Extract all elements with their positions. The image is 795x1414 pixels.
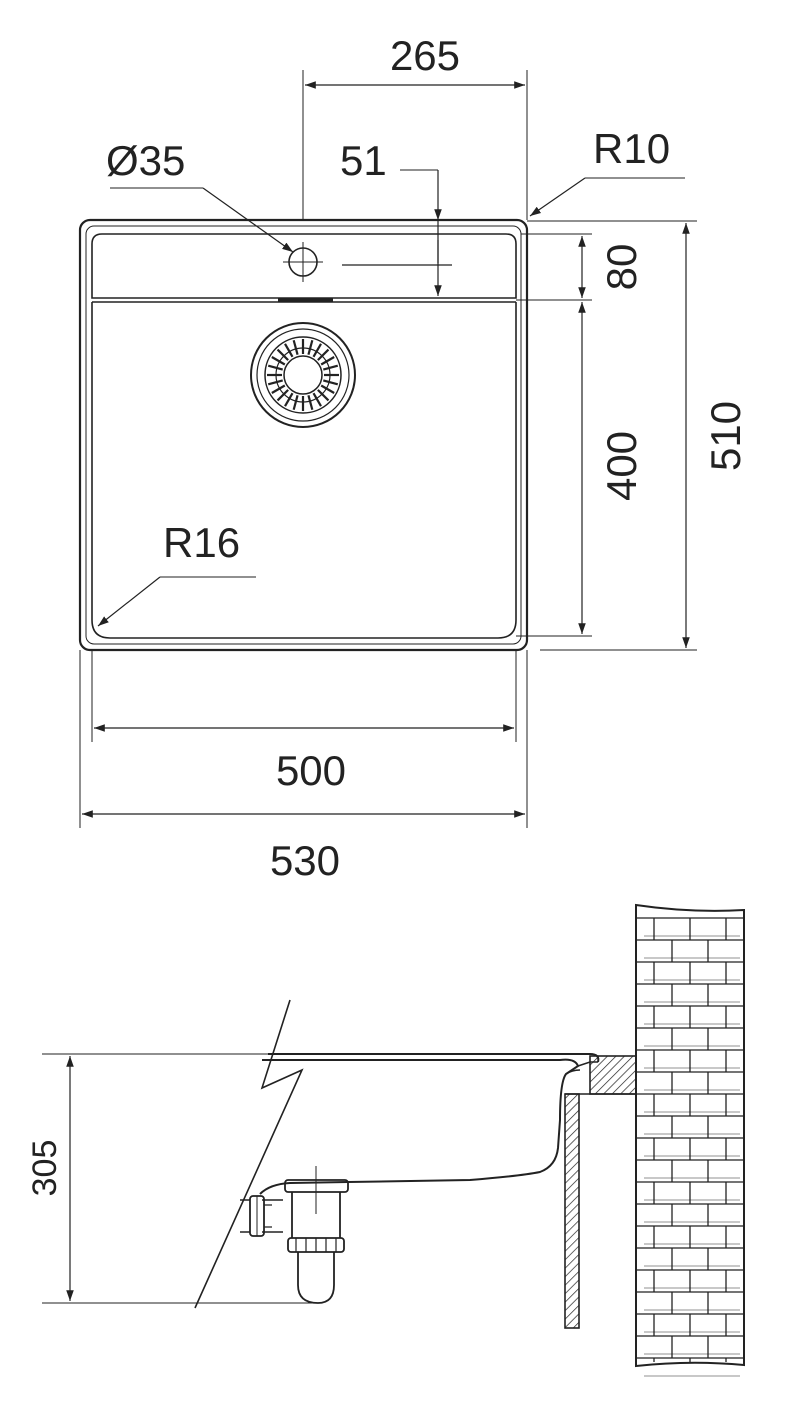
dim-label-r10: R10 bbox=[593, 125, 670, 172]
sink-bowl bbox=[91, 302, 517, 639]
strainer-slot bbox=[312, 392, 322, 407]
strainer-slot bbox=[320, 356, 335, 366]
strainer-slot bbox=[271, 384, 286, 394]
drain-strainer bbox=[250, 322, 356, 428]
strainer-slot bbox=[276, 348, 289, 361]
cabinet-side-panel bbox=[564, 1093, 580, 1329]
dim-label-305: 305 bbox=[26, 1140, 64, 1197]
brick-wall bbox=[635, 903, 745, 1377]
strainer-slot bbox=[292, 394, 299, 411]
strainer-slot bbox=[317, 348, 330, 361]
strainer-slot bbox=[312, 343, 322, 358]
sink-outer-outline bbox=[78, 218, 529, 652]
dim-label-400: 400 bbox=[598, 431, 645, 501]
strainer-slot bbox=[276, 389, 289, 402]
sink-inner-rim bbox=[85, 225, 522, 645]
strainer-slot bbox=[267, 364, 284, 371]
sink-profile bbox=[259, 1053, 600, 1195]
side-view: 305 bbox=[26, 903, 745, 1377]
strainer-slot bbox=[284, 343, 294, 358]
strainer-slot bbox=[307, 394, 314, 411]
dim-label-80: 80 bbox=[598, 244, 645, 291]
tap-hole bbox=[283, 242, 323, 282]
dim-label-530: 530 bbox=[270, 837, 340, 884]
dim-label-tap-hole-diameter: Ø35 bbox=[106, 137, 185, 184]
top-view: 265 Ø35 51 R10 80 400 510 R16 bbox=[78, 32, 749, 884]
dim-label-r16: R16 bbox=[163, 519, 240, 566]
strainer-slot bbox=[271, 356, 286, 366]
tap-ledge bbox=[91, 233, 517, 299]
drain-siphon bbox=[240, 1166, 349, 1304]
dim-label-500: 500 bbox=[276, 747, 346, 794]
leader-r16 bbox=[97, 576, 161, 627]
dim-label-51: 51 bbox=[340, 137, 387, 184]
leader-r10 bbox=[529, 177, 586, 217]
strainer-slot bbox=[307, 339, 314, 356]
dim-label-510: 510 bbox=[702, 401, 749, 471]
strainer-slot bbox=[317, 389, 330, 402]
dim-label-265: 265 bbox=[390, 32, 460, 79]
strainer-slot bbox=[292, 339, 299, 356]
strainer-slot bbox=[322, 364, 339, 371]
break-line bbox=[194, 999, 304, 1309]
strainer-slot bbox=[284, 392, 294, 407]
strainer-slot bbox=[322, 379, 339, 386]
strainer-slot bbox=[320, 384, 335, 394]
strainer-slot bbox=[267, 379, 284, 386]
